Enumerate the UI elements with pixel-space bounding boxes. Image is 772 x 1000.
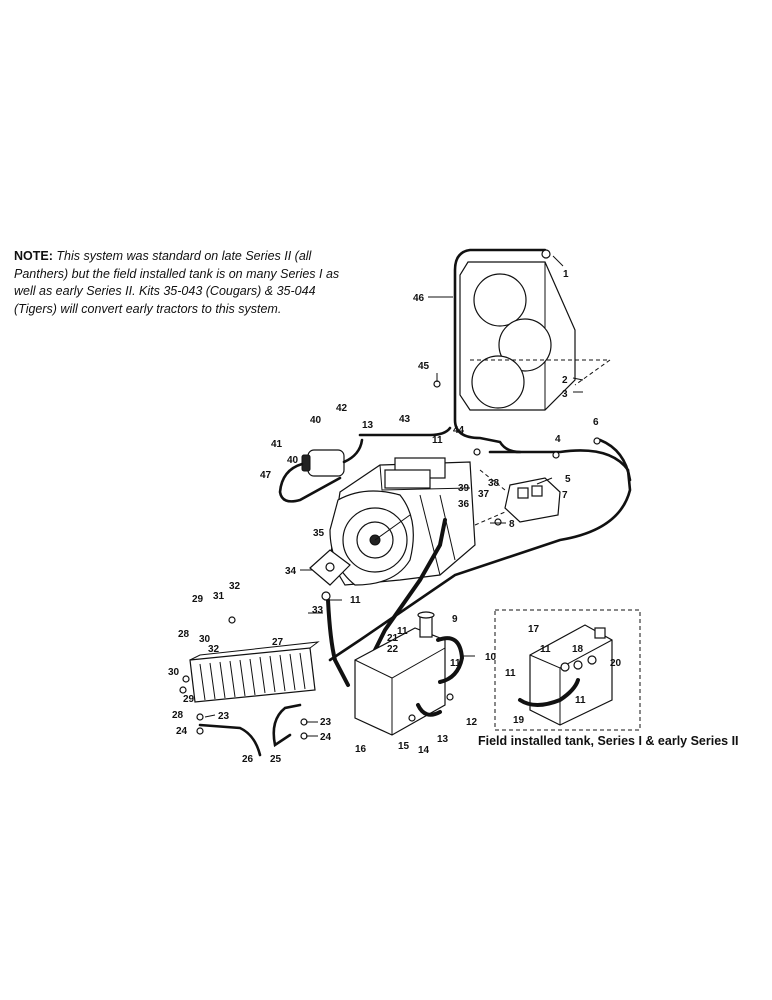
callout: 12 xyxy=(466,717,478,728)
callout: 17 xyxy=(528,624,540,635)
callout: 32 xyxy=(229,581,241,592)
callout: 39 xyxy=(458,483,470,494)
callout: 23 xyxy=(218,711,230,722)
callout: 16 xyxy=(355,744,367,755)
note-text: NOTE: This system was standard on late S… xyxy=(14,248,354,318)
note-lead: NOTE: xyxy=(14,249,53,263)
callout: 13 xyxy=(437,734,449,745)
callout-labels: 1 2 3 4 5 6 7 8 9 10 11 11 11 11 11 11 1… xyxy=(168,269,622,765)
tube-43 xyxy=(358,426,452,437)
oil-cooler-27 xyxy=(189,641,320,703)
callout: 23 xyxy=(320,717,332,728)
line-to-valve xyxy=(328,449,632,662)
hose-46 xyxy=(453,248,547,454)
callout: 26 xyxy=(242,754,254,765)
callout: 40 xyxy=(287,455,299,466)
callout: 31 xyxy=(213,591,225,602)
callout: 25 xyxy=(270,754,282,765)
bracket-34 xyxy=(309,549,351,586)
callout: 28 xyxy=(172,710,184,721)
callout: 20 xyxy=(610,658,622,669)
hose-33 xyxy=(326,598,350,687)
callout: 11 xyxy=(397,626,408,637)
callout: 24 xyxy=(320,732,332,743)
hose-to-tank xyxy=(368,518,447,662)
hose-10 xyxy=(436,636,465,684)
callout: 10 xyxy=(485,652,497,663)
callout: 46 xyxy=(413,293,425,304)
callout: 11 xyxy=(505,668,516,679)
callout: 14 xyxy=(418,745,430,756)
callout: 38 xyxy=(488,478,500,489)
callout: 35 xyxy=(313,528,325,539)
fan-shroud xyxy=(459,261,612,411)
callout: 47 xyxy=(260,470,272,481)
callout: 8 xyxy=(509,519,515,530)
callout: 15 xyxy=(398,741,410,752)
callout: 45 xyxy=(418,361,430,372)
callout: 29 xyxy=(183,694,195,705)
fittings xyxy=(179,249,601,740)
callout: 7 xyxy=(562,490,568,501)
callout: 11 xyxy=(432,435,443,446)
callout: 9 xyxy=(452,614,458,625)
callout: 2 xyxy=(562,375,568,386)
callout: 36 xyxy=(458,499,470,510)
callout: 28 xyxy=(178,629,190,640)
callout: 32 xyxy=(208,644,220,655)
callout: 27 xyxy=(272,637,284,648)
hose-25 xyxy=(272,703,302,748)
callout: 30 xyxy=(199,634,211,645)
callout: 44 xyxy=(453,425,465,436)
return-line xyxy=(598,438,632,482)
valve-7 xyxy=(474,469,561,526)
callout: 11 xyxy=(450,658,461,669)
callout: 40 xyxy=(310,415,322,426)
callout: 19 xyxy=(513,715,525,726)
callout: 13 xyxy=(362,420,374,431)
callout: 34 xyxy=(285,566,297,577)
callout: 5 xyxy=(565,474,571,485)
callout: 22 xyxy=(387,644,399,655)
callout: 11 xyxy=(350,595,361,606)
leader-lines xyxy=(204,255,584,737)
callout: 33 xyxy=(312,605,324,616)
engine-block xyxy=(329,457,476,586)
inset-caption: Field installed tank, Series I & early S… xyxy=(478,734,739,748)
hose-13-bottom xyxy=(416,703,442,717)
callout: 43 xyxy=(399,414,411,425)
callout: 11 xyxy=(540,644,551,655)
hose-26 xyxy=(198,723,262,757)
callout: 1 xyxy=(563,269,569,280)
note-body: This system was standard on late Series … xyxy=(14,249,340,316)
callout: 30 xyxy=(168,667,180,678)
filter-41 xyxy=(278,438,364,503)
callout: 29 xyxy=(192,594,204,605)
callout: 6 xyxy=(593,417,599,428)
callout: 24 xyxy=(176,726,188,737)
callout: 42 xyxy=(336,403,348,414)
callout: 18 xyxy=(572,644,584,655)
callout: 37 xyxy=(478,489,490,500)
callout: 41 xyxy=(271,439,283,450)
callout: 3 xyxy=(562,389,568,400)
callout: 11 xyxy=(575,695,586,706)
callout: 4 xyxy=(555,434,561,445)
tank-16 xyxy=(354,611,446,736)
field-tank-inset xyxy=(494,609,641,731)
callout: 21 xyxy=(387,633,399,644)
